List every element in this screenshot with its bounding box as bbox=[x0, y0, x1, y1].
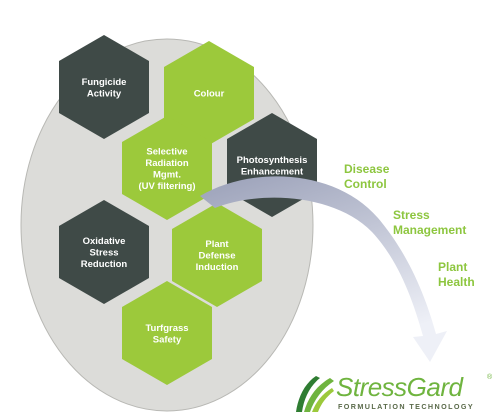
hex-label-line: Reduction bbox=[81, 259, 128, 270]
side-label-stress-management: Management bbox=[393, 223, 466, 237]
hex-shape bbox=[164, 41, 254, 145]
hex-shape bbox=[122, 281, 212, 385]
side-label-disease-control: Control bbox=[344, 177, 387, 191]
hex-label-line: Oxidative bbox=[83, 236, 126, 247]
registered-mark: ® bbox=[487, 374, 493, 381]
hex-label-line: Colour bbox=[194, 89, 225, 100]
hex-label-line: Fungicide bbox=[82, 77, 127, 88]
hex-label-line: Stress bbox=[89, 248, 118, 259]
hex-label-line: Defense bbox=[199, 251, 236, 262]
hex-label-line: Activity bbox=[87, 88, 122, 99]
hex-label-line: (UV filtering) bbox=[139, 181, 196, 192]
hex-label-line: Radiation bbox=[145, 158, 188, 169]
curved-arrow bbox=[200, 176, 447, 362]
side-label-plant-health: Plant bbox=[438, 260, 467, 274]
hex-label-line: Enhancement bbox=[241, 166, 304, 177]
hex-label-line: Photosynthesis bbox=[237, 155, 308, 166]
leaf-mark-icon bbox=[296, 376, 334, 412]
hex-label-line: Safety bbox=[153, 334, 182, 345]
hex-shape bbox=[59, 200, 149, 304]
side-label-disease-control: Disease bbox=[344, 162, 390, 176]
side-label-plant-health: Health bbox=[438, 275, 475, 289]
side-label-stress-management: Stress bbox=[393, 208, 430, 222]
hex-shape bbox=[172, 203, 262, 307]
hex-label-line: Plant bbox=[205, 239, 229, 250]
hex-label-line: Mgmt. bbox=[153, 169, 181, 180]
brand-name: StressGard bbox=[336, 372, 463, 402]
brand-tagline: FORMULATION TECHNOLOGY bbox=[338, 402, 475, 411]
hex-label-line: Turfgrass bbox=[145, 323, 188, 334]
stressgard-logo: StressGard ® FORMULATION TECHNOLOGY bbox=[290, 372, 501, 414]
hex-label-line: Induction bbox=[196, 262, 239, 273]
hex-shape bbox=[122, 116, 212, 220]
hex-colour: Colour bbox=[164, 41, 254, 145]
hex-shape bbox=[59, 35, 149, 139]
hex-label-line: Selective bbox=[146, 146, 187, 157]
